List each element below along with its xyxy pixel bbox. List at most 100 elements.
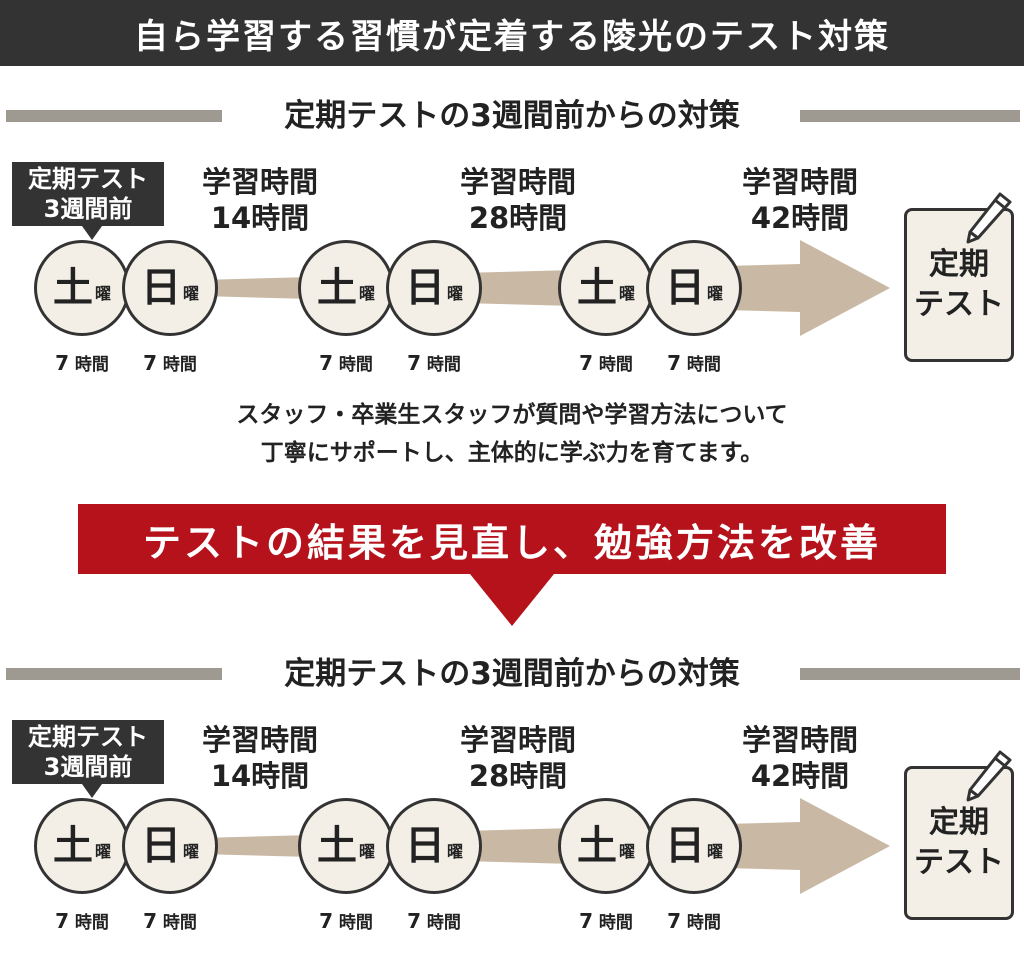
- day-name: 土: [576, 265, 617, 311]
- duration-number: 7: [319, 909, 333, 933]
- start-label-line-1: 定期テスト: [28, 723, 148, 751]
- goal-line-2: テスト: [914, 845, 1004, 880]
- start-label-line-2: 3週間前: [43, 753, 133, 781]
- day-circle-5: 土曜: [558, 798, 654, 894]
- day-name: 日: [140, 823, 181, 869]
- duration-unit: 時間: [426, 355, 461, 375]
- day-duration-2: 7 時間: [120, 350, 220, 375]
- day-duration-1: 7 時間: [32, 350, 132, 375]
- day-circle-3: 土曜: [298, 240, 394, 336]
- study-hours-label: 学習時間: [459, 723, 576, 757]
- study-hours-label: 学習時間: [741, 165, 858, 199]
- day-name: 土: [316, 265, 357, 311]
- title-rule-right: [800, 668, 1020, 680]
- day-circle-4: 日曜: [386, 240, 482, 336]
- study-hours-value: 28時間: [468, 759, 568, 793]
- day-circle-5: 土曜: [558, 240, 654, 336]
- day-suffix: 曜: [358, 284, 375, 303]
- support-description: スタッフ・卒業生スタッフが質問や学習方法について 丁寧にサポートし、主体的に学ぶ…: [0, 396, 1024, 472]
- day-suffix: 曜: [446, 842, 463, 861]
- progress-arrow-shape: [200, 240, 890, 336]
- day-name: 日: [664, 265, 705, 311]
- progress-arrow: [200, 798, 890, 894]
- description-line-1: スタッフ・卒業生スタッフが質問や学習方法について: [236, 402, 788, 428]
- day-name: 日: [664, 823, 705, 869]
- day-suffix: 曜: [182, 842, 199, 861]
- section-title: 定期テストの3週間前からの対策: [0, 654, 1024, 698]
- document-icon: 定期テスト: [904, 766, 1014, 920]
- duration-number: 7: [579, 909, 593, 933]
- study-hours-label: 学習時間: [741, 723, 858, 757]
- day-name: 土: [52, 265, 93, 311]
- goal-line-1: 定期: [929, 247, 989, 282]
- start-label-line-2: 3週間前: [43, 195, 133, 223]
- duration-number: 7: [407, 909, 421, 933]
- day-circle-2: 日曜: [122, 240, 218, 336]
- duration-unit: 時間: [686, 355, 721, 375]
- start-label-line-1: 定期テスト: [28, 165, 148, 193]
- section-title-text: 定期テストの3週間前からの対策: [284, 98, 740, 134]
- duration-number: 7: [407, 351, 421, 375]
- section-title: 定期テストの3週間前からの対策: [0, 96, 1024, 140]
- study-hours-value: 14時間: [210, 759, 310, 793]
- title-rule-left: [6, 110, 222, 122]
- day-suffix: 曜: [618, 842, 635, 861]
- day-suffix: 曜: [94, 284, 111, 303]
- title-rule-right: [800, 110, 1020, 122]
- study-hours-label: 学習時間: [201, 165, 318, 199]
- duration-unit: 時間: [598, 355, 633, 375]
- day-suffix: 曜: [618, 284, 635, 303]
- duration-unit: 時間: [162, 913, 197, 933]
- duration-unit: 時間: [162, 355, 197, 375]
- page-title-bar: 自ら学習する習慣が定着する陵光のテスト対策: [0, 0, 1024, 66]
- day-duration-3: 7 時間: [296, 908, 396, 933]
- day-suffix: 曜: [182, 284, 199, 303]
- day-circle-4: 日曜: [386, 798, 482, 894]
- document-icon: 定期テスト: [904, 208, 1014, 362]
- day-duration-4: 7 時間: [384, 350, 484, 375]
- duration-number: 7: [55, 909, 69, 933]
- title-rule-left: [6, 668, 222, 680]
- duration-unit: 時間: [338, 355, 373, 375]
- duration-unit: 時間: [426, 913, 461, 933]
- study-hours-label: 学習時間: [201, 723, 318, 757]
- improvement-banner: テストの結果を見直し、勉強方法を改善: [78, 504, 946, 574]
- start-label-pointer: [82, 784, 102, 798]
- day-circle-3: 土曜: [298, 798, 394, 894]
- progress-arrow-shape: [200, 798, 890, 894]
- day-suffix: 曜: [706, 284, 723, 303]
- day-duration-6: 7 時間: [644, 350, 744, 375]
- day-name: 日: [404, 265, 445, 311]
- pen-icon: [966, 750, 1012, 802]
- progress-arrow: [200, 240, 890, 336]
- duration-number: 7: [667, 351, 681, 375]
- day-name: 日: [140, 265, 181, 311]
- day-name: 土: [316, 823, 357, 869]
- duration-number: 7: [667, 909, 681, 933]
- pen-icon: [966, 192, 1012, 244]
- study-hours-value: 42時間: [750, 759, 850, 793]
- day-circle-2: 日曜: [122, 798, 218, 894]
- goal-line-1: 定期: [929, 805, 989, 840]
- day-circle-1: 土曜: [34, 240, 130, 336]
- improvement-banner-text: テストの結果を見直し、勉強方法を改善: [142, 520, 881, 565]
- day-circle-1: 土曜: [34, 798, 130, 894]
- banner-down-arrow: [470, 574, 554, 626]
- day-duration-2: 7 時間: [120, 908, 220, 933]
- day-name: 土: [576, 823, 617, 869]
- duration-number: 7: [55, 351, 69, 375]
- day-suffix: 曜: [446, 284, 463, 303]
- duration-number: 7: [143, 909, 157, 933]
- day-duration-1: 7 時間: [32, 908, 132, 933]
- study-hours-value: 42時間: [750, 201, 850, 235]
- duration-unit: 時間: [74, 355, 109, 375]
